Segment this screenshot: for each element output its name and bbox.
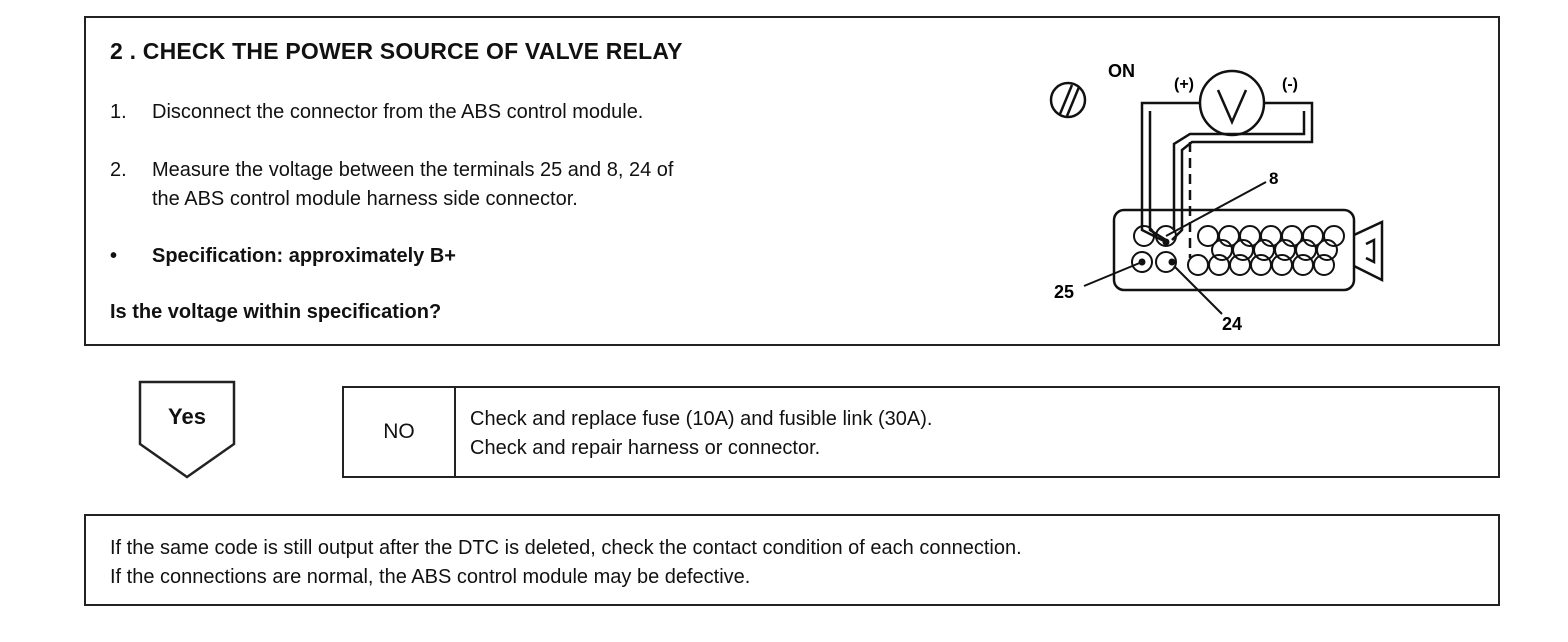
connector-pins: [1131, 225, 1345, 276]
check-question: Is the voltage within specification?: [110, 301, 442, 323]
ignition-switch-icon: [1049, 81, 1087, 119]
connector-pin: [1292, 254, 1314, 276]
step-number: 1.: [110, 101, 127, 123]
yes-branch-label: Yes: [168, 404, 206, 429]
note-line-2: If the connections are normal, the ABS c…: [110, 566, 751, 588]
no-branch-actions: Check and replace fuse (10A) and fusible…: [470, 405, 932, 463]
connector-pin: [1187, 254, 1209, 276]
step-number: 2.: [110, 159, 127, 181]
connector-voltage-diagram: ON (+) (-) 8 25 24: [1049, 61, 1384, 330]
no-action-line-2: Check and repair harness or connector.: [470, 437, 821, 459]
probe-contact-dot: [1168, 258, 1176, 266]
instruction-step-2: 2. Measure the voltage between the termi…: [110, 156, 673, 210]
specification-text: Specification: approximately B+: [152, 245, 456, 267]
no-branch-label: NO: [344, 388, 456, 476]
connector-housing: [1112, 208, 1356, 292]
ignition-on-label: ON: [1108, 61, 1135, 81]
connector-pin: [1271, 254, 1293, 276]
no-action-line-1: Check and replace fuse (10A) and fusible…: [470, 408, 933, 430]
connector-pin: [1229, 254, 1251, 276]
no-branch-box: NO Check and replace fuse (10A) and fusi…: [342, 386, 1500, 478]
connector-pin: [1313, 254, 1335, 276]
connector-pin: [1155, 251, 1177, 273]
connector-pin: [1208, 254, 1230, 276]
specification-bullet: • Specification: approximately B+: [110, 242, 456, 271]
terminal-25-label: 25: [1054, 282, 1074, 302]
terminal-24-label: 24: [1222, 314, 1242, 330]
plus-probe-label: (+): [1174, 76, 1194, 93]
minus-probe-label: (-): [1282, 76, 1298, 93]
connector-pin: [1155, 225, 1177, 247]
voltmeter-icon: [1198, 69, 1266, 137]
no-label-text: NO: [383, 420, 415, 443]
instruction-step-1: 1. Disconnect the connector from the ABS…: [110, 98, 643, 127]
terminal-8-label: 8: [1269, 169, 1278, 188]
connector-pin: [1131, 251, 1153, 273]
final-note-text: If the same code is still output after t…: [110, 534, 1022, 592]
connector-pin: [1316, 239, 1338, 261]
yes-arrow-icon: [138, 380, 236, 479]
note-line-1: If the same code is still output after t…: [110, 537, 1022, 559]
step-title: 2 . CHECK THE POWER SOURCE OF VALVE RELA…: [110, 38, 683, 64]
procedure-step-box: 2 . CHECK THE POWER SOURCE OF VALVE RELA…: [84, 16, 1500, 346]
step-text: Disconnect the connector from the ABS co…: [152, 101, 644, 123]
connector-pin: [1250, 254, 1272, 276]
connector-pin: [1133, 225, 1155, 247]
bullet-marker: •: [110, 245, 118, 267]
connector-pin: [1323, 225, 1345, 247]
probe-contact-dot: [1162, 238, 1170, 246]
final-note-box: If the same code is still output after t…: [84, 514, 1500, 606]
step-text: Measure the voltage between the terminal…: [152, 159, 674, 210]
